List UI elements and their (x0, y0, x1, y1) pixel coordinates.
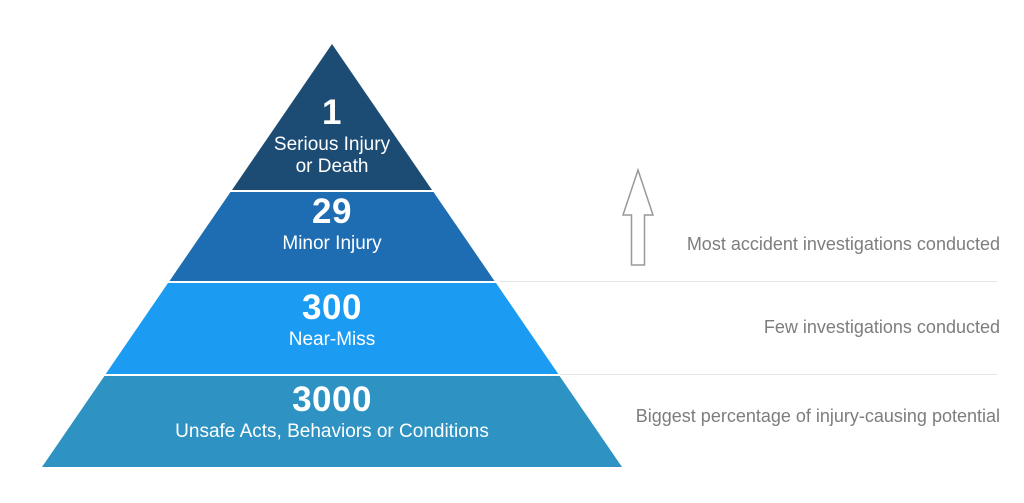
pyramid-level-2-shape (169, 192, 495, 281)
up-arrow-icon (621, 167, 655, 266)
divider-line-bottom (560, 374, 997, 375)
annotation-injury-potential: Biggest percentage of injury-causing pot… (635, 406, 1000, 426)
annotation-most-investigations: Most accident investigations conducted (686, 234, 1000, 254)
pyramid-level-1-shape (232, 44, 432, 190)
pyramid-level-4-shape (42, 376, 622, 467)
annotation-few-investigations: Few investigations conducted (763, 317, 1000, 337)
pyramid-level-3-shape (105, 283, 559, 374)
divider-line-top (500, 281, 997, 282)
